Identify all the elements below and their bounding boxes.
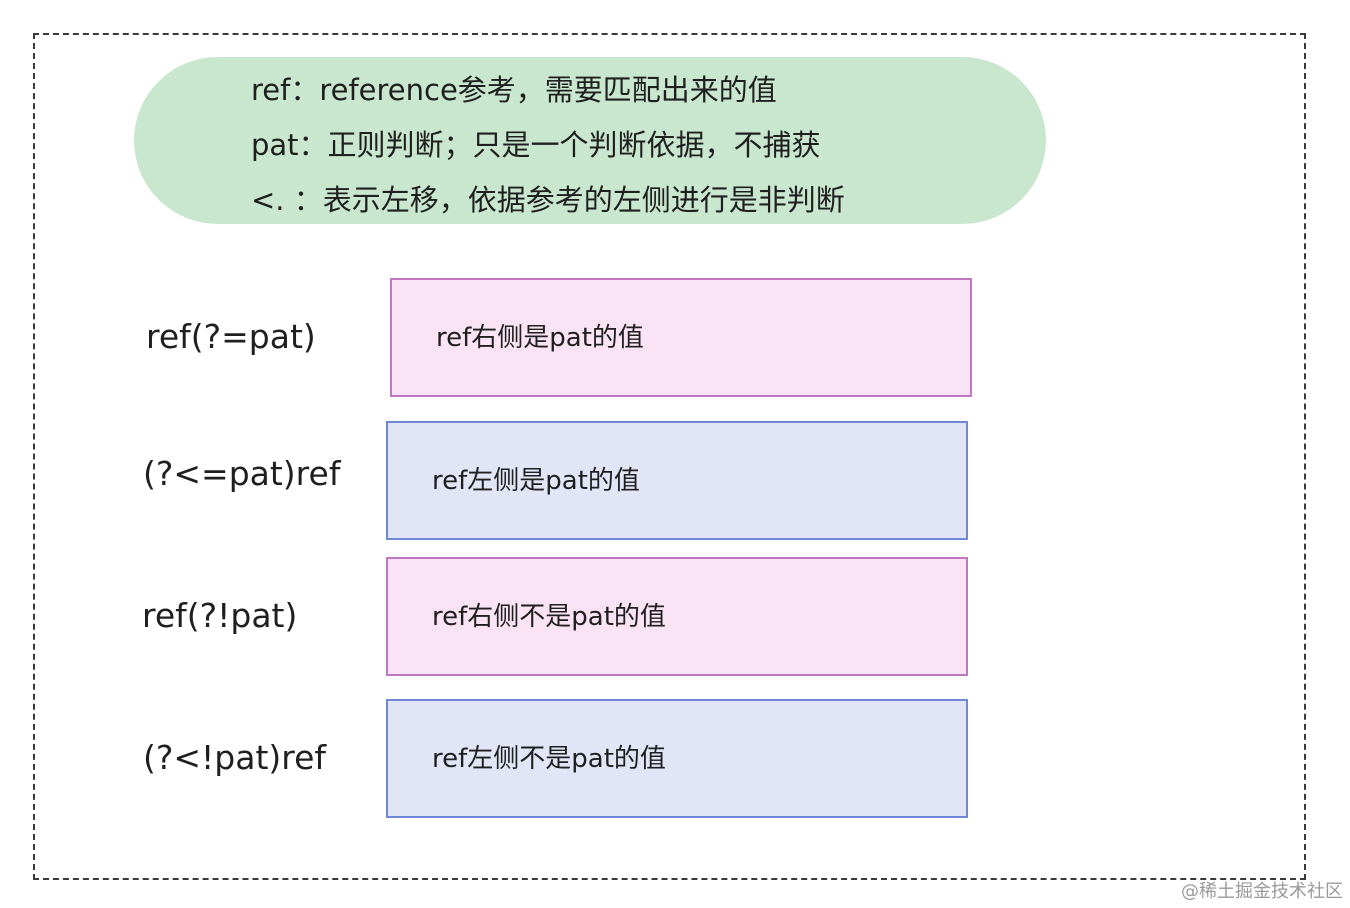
row-label-negative-lookbehind: (?<!pat)ref <box>143 738 327 777</box>
row-box-negative-lookbehind: ref左侧不是pat的值 <box>386 699 968 818</box>
dashed-frame <box>33 33 1306 880</box>
row-label-positive-lookahead: ref(?=pat) <box>146 317 316 356</box>
watermark: @稀土掘金技术社区 <box>1181 881 1343 902</box>
row-text-positive-lookbehind: ref左侧是pat的值 <box>432 465 640 496</box>
legend-bubble: ref：reference参考，需要匹配出来的值 pat：正则判断；只是一个判断… <box>134 57 1046 224</box>
row-text-negative-lookbehind: ref左侧不是pat的值 <box>432 743 666 774</box>
row-text-negative-lookahead: ref右侧不是pat的值 <box>432 601 666 632</box>
row-box-positive-lookahead: ref右侧是pat的值 <box>390 278 972 397</box>
legend-line-left-shift: <. ：表示左移，依据参考的左侧进行是非判断 <box>251 183 845 217</box>
legend-line-ref: ref：reference参考，需要匹配出来的值 <box>251 73 777 107</box>
row-label-negative-lookahead: ref(?!pat) <box>142 596 298 635</box>
row-text-positive-lookahead: ref右侧是pat的值 <box>436 322 644 353</box>
row-box-negative-lookahead: ref右侧不是pat的值 <box>386 557 968 676</box>
row-label-positive-lookbehind: (?<=pat)ref <box>143 454 341 493</box>
row-box-positive-lookbehind: ref左侧是pat的值 <box>386 421 968 540</box>
legend-line-pat: pat：正则判断；只是一个判断依据，不捕获 <box>251 128 821 162</box>
